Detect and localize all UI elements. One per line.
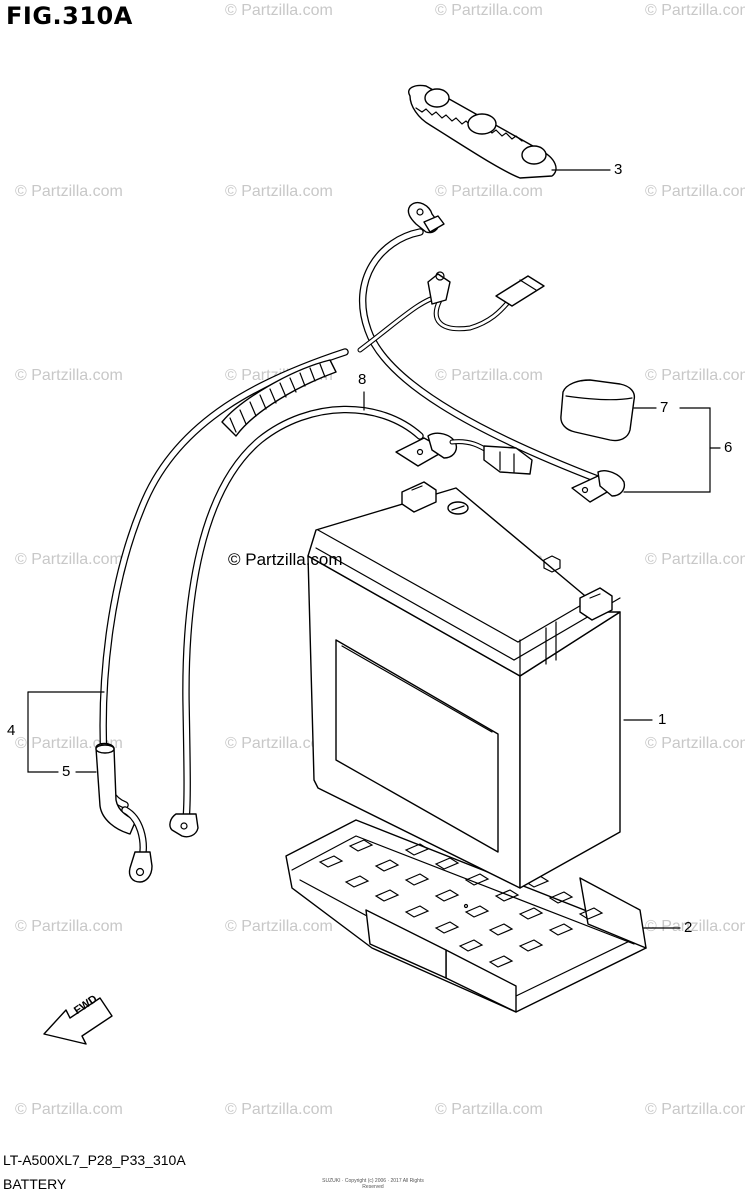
watermark: © Partzilla.com [645, 735, 745, 752]
copyright-note: SUZUKI · Copyright (c) 2006 · 2017 All R… [322, 1178, 424, 1190]
battery-tray-icon[interactable] [285, 819, 647, 1013]
callout-8[interactable]: 8 [358, 371, 367, 388]
negative-cable-icon[interactable] [169, 405, 533, 838]
watermark: © Partzilla.com [645, 1101, 745, 1118]
harness-wire-icon [357, 271, 545, 353]
callout-7[interactable]: 7 [660, 399, 669, 416]
watermark: © Partzilla.com [645, 918, 745, 935]
watermark: © Partzilla.com [435, 367, 543, 384]
watermark: © Partzilla.com [645, 183, 745, 200]
positive-cable-icon[interactable] [359, 202, 626, 503]
callout-3[interactable]: 3 [614, 161, 623, 178]
watermark: © Partzilla.com [225, 183, 333, 200]
callout-2[interactable]: 2 [684, 919, 693, 936]
watermark: © Partzilla.com [15, 367, 123, 384]
figure-title: FIG.310A [6, 2, 133, 30]
main-cable-icon[interactable] [95, 348, 349, 883]
watermark: © Partzilla.com [15, 551, 123, 568]
callout-1[interactable]: 1 [658, 711, 667, 728]
watermark: © Partzilla.com [645, 551, 745, 568]
figure-name: BATTERY [3, 1176, 67, 1192]
callout-4[interactable]: 4 [7, 722, 16, 739]
watermark: © Partzilla.com [435, 183, 543, 200]
center-watermark: © Partzilla.com [228, 550, 343, 569]
watermark: © Partzilla.com [15, 918, 123, 935]
callout-5[interactable]: 5 [62, 763, 71, 780]
callout-6[interactable]: 6 [724, 439, 733, 456]
terminal-cover-icon[interactable] [560, 379, 636, 442]
watermark: © Partzilla.com [645, 367, 745, 384]
battery-icon[interactable] [307, 481, 621, 889]
watermark: © Partzilla.com [225, 2, 333, 19]
watermark: © Partzilla.com [435, 2, 543, 19]
battery-holder-band-icon[interactable] [408, 84, 557, 179]
watermark: © Partzilla.com [645, 2, 745, 19]
figure-code: LT-A500XL7_P28_P33_310A [3, 1152, 186, 1168]
watermark: © Partzilla.com [15, 183, 123, 200]
watermark: © Partzilla.com [15, 1101, 123, 1118]
watermark: © Partzilla.com [225, 1101, 333, 1118]
leader-lines [27, 169, 721, 929]
watermark: © Partzilla.com [435, 1101, 543, 1118]
watermark: © Partzilla.com [225, 918, 333, 935]
watermark: © Partzilla.com [225, 735, 333, 752]
fwd-arrow-icon [43, 997, 113, 1045]
